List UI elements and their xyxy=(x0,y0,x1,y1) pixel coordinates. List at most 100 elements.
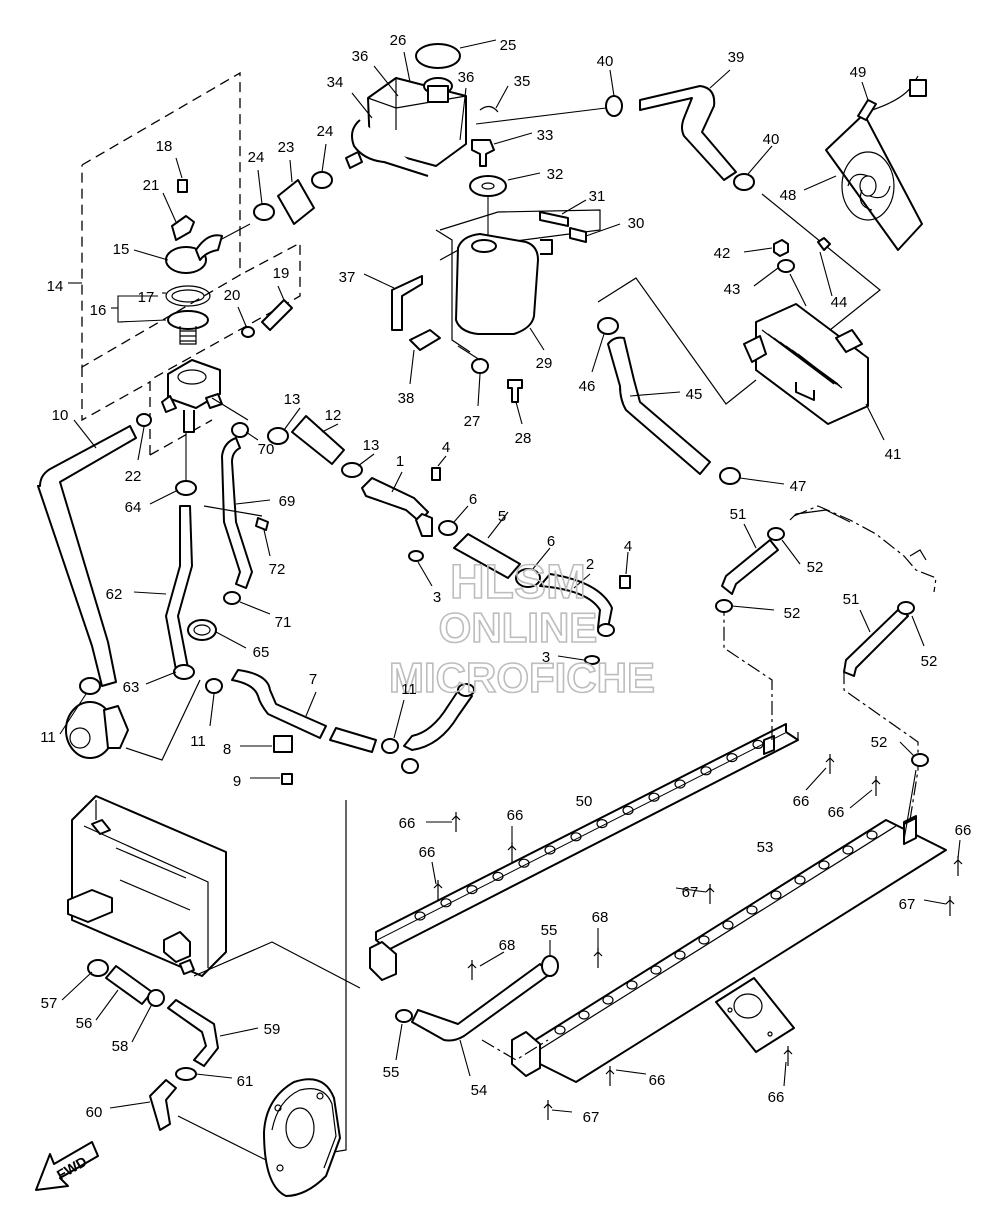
part-callout-55: 55 xyxy=(541,922,558,939)
engine-cylinder-outline xyxy=(67,795,361,989)
part-callout-66: 66 xyxy=(649,1072,666,1089)
forward-direction-arrow: FWD xyxy=(35,1141,99,1191)
part-callout-12: 12 xyxy=(325,407,342,424)
part-callout-6: 6 xyxy=(469,491,477,508)
part-callout-16: 16 xyxy=(90,302,107,319)
part-callout-22: 22 xyxy=(125,468,142,485)
radiator-hole xyxy=(842,845,854,855)
part-callout-44: 44 xyxy=(831,294,848,311)
part-callout-5: 5 xyxy=(498,508,506,525)
part-callout-17: 17 xyxy=(138,289,155,306)
radiator-hole xyxy=(414,911,426,921)
part-callout-65: 65 xyxy=(253,644,270,661)
part-callout-3: 3 xyxy=(542,649,550,666)
part-callout-37: 37 xyxy=(339,269,356,286)
watermark-line-3: MICROFICHE xyxy=(389,654,655,701)
part-callout-66: 66 xyxy=(955,822,972,839)
hose-12-assembly xyxy=(267,407,375,478)
hose-39-assembly xyxy=(475,69,773,191)
radiator-hole xyxy=(518,858,530,868)
rivet-mark xyxy=(433,880,443,900)
part-callout-49: 49 xyxy=(850,64,867,81)
part-callout-2: 2 xyxy=(586,556,594,573)
part-callout-1: 1 xyxy=(396,453,404,470)
part-callout-11: 11 xyxy=(40,729,56,746)
radiator-hole xyxy=(722,920,734,930)
part-callout-34: 34 xyxy=(327,74,344,91)
hose-54-assembly xyxy=(395,940,559,1077)
part-callout-63: 63 xyxy=(123,679,140,696)
thermostat-housing-parts xyxy=(111,157,293,461)
radiator-hole xyxy=(648,792,660,802)
part-callout-58: 58 xyxy=(112,1038,129,1055)
part-callout-52: 52 xyxy=(921,653,938,670)
hose-45-assembly xyxy=(591,277,785,485)
part-callout-52: 52 xyxy=(807,559,824,576)
watermark-line-1: HLSM xyxy=(450,556,586,609)
part-callout-71: 71 xyxy=(275,614,292,631)
radiator-hole xyxy=(602,995,614,1005)
bracket-plate xyxy=(715,977,795,1053)
part-callout-6: 6 xyxy=(547,533,555,550)
part-callout-48: 48 xyxy=(780,187,797,204)
part-callout-31: 31 xyxy=(589,188,606,205)
part-callout-64: 64 xyxy=(125,499,142,516)
part-callout-66: 66 xyxy=(793,793,810,810)
watermark-line-2: ONLINE xyxy=(439,604,598,651)
part-callout-25: 25 xyxy=(500,37,517,54)
part-callout-35: 35 xyxy=(514,73,531,90)
part-callout-50: 50 xyxy=(576,793,593,810)
part-callout-3: 3 xyxy=(433,589,441,606)
part-callout-66: 66 xyxy=(768,1089,785,1106)
part-callout-9: 9 xyxy=(233,773,241,790)
part-callout-10: 10 xyxy=(52,407,69,424)
radiator-hole xyxy=(492,871,504,882)
reservoir-tank-assembly xyxy=(345,39,541,240)
part-callout-51: 51 xyxy=(730,506,747,523)
part-callout-4: 4 xyxy=(624,538,632,555)
part-callout-52: 52 xyxy=(784,605,801,622)
part-callout-66: 66 xyxy=(828,804,845,821)
part-callout-54: 54 xyxy=(471,1082,488,1099)
part-callout-20: 20 xyxy=(224,287,241,304)
expansion-tank-assembly xyxy=(363,199,621,425)
part-callout-72: 72 xyxy=(269,561,286,578)
pipe-1-5-assembly xyxy=(361,455,631,665)
rivet-mark xyxy=(945,896,955,916)
part-callout-11: 11 xyxy=(401,681,417,698)
part-callout-33: 33 xyxy=(537,127,554,144)
part-callout-57: 57 xyxy=(41,995,58,1012)
radiator-hole xyxy=(726,752,738,763)
part-callout-23: 23 xyxy=(278,139,295,156)
part-callout-15: 15 xyxy=(113,241,130,258)
radiator-hole xyxy=(596,818,608,829)
radiator-hole xyxy=(626,980,638,990)
part-callout-29: 29 xyxy=(536,355,553,372)
part-callout-38: 38 xyxy=(398,390,415,407)
part-callout-53: 53 xyxy=(757,839,774,856)
part-callout-14: 14 xyxy=(47,278,64,295)
radiator-hole xyxy=(554,1025,566,1035)
part-callout-67: 67 xyxy=(682,884,699,901)
part-callout-42: 42 xyxy=(714,245,731,262)
part-callout-24: 24 xyxy=(317,123,334,140)
hose-23-and-clamps xyxy=(253,143,333,225)
part-callout-66: 66 xyxy=(507,807,524,824)
radiator-hole xyxy=(570,832,582,842)
hoses-51-52 xyxy=(715,505,937,845)
rivet-mark xyxy=(451,812,461,832)
rivet-mark xyxy=(871,776,881,796)
part-callout-11: 11 xyxy=(190,733,206,750)
thermostat-group-outline xyxy=(68,71,301,456)
part-callout-40: 40 xyxy=(597,53,614,70)
part-callout-19: 19 xyxy=(273,265,290,282)
radiator-hole xyxy=(578,1010,590,1020)
part-callout-24: 24 xyxy=(248,149,265,166)
radiator-hole xyxy=(674,779,686,789)
part-callout-13: 13 xyxy=(363,437,380,454)
part-callout-43: 43 xyxy=(724,281,741,298)
part-callout-39: 39 xyxy=(728,49,745,66)
part-callout-30: 30 xyxy=(628,215,645,232)
part-callout-36: 36 xyxy=(352,48,369,65)
